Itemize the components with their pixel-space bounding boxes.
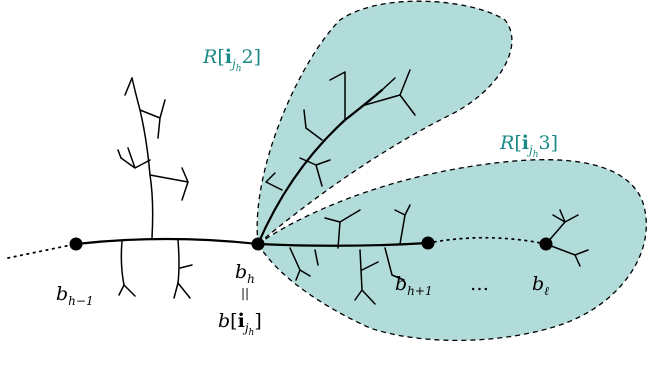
region-2-tree (256, 69, 416, 246)
region-3-label: R[ijh3] (499, 132, 558, 160)
label-b-h-plus-1: bh+1 (395, 273, 433, 298)
label-b-index: b[ijh] (218, 310, 262, 338)
region-2-label: R[ijh2] (202, 46, 261, 74)
left-lower-subtree-2 (173, 239, 193, 299)
spine-left (74, 237, 260, 246)
node-b-h-plus-1 (421, 236, 435, 250)
spine-right (256, 241, 430, 247)
node-b-h-minus-1 (69, 237, 83, 251)
node-b-h (251, 237, 265, 251)
label-b-h-minus-1: bh−1 (56, 283, 94, 308)
node-b-ell (539, 237, 553, 251)
dotted-left-edge (7, 243, 77, 259)
region-3-shape (257, 159, 647, 342)
dotted-right-path (427, 236, 547, 245)
label-equals: || (241, 286, 249, 300)
left-lower-subtree-1 (118, 240, 136, 297)
region-3-tree (289, 204, 411, 305)
left-upper-subtree (117, 77, 189, 239)
b-ell-subtree (545, 209, 589, 267)
label-b-h: bh (235, 261, 255, 286)
label-ellipsis: … (470, 273, 489, 295)
label-b-ell: bℓ (532, 273, 549, 298)
